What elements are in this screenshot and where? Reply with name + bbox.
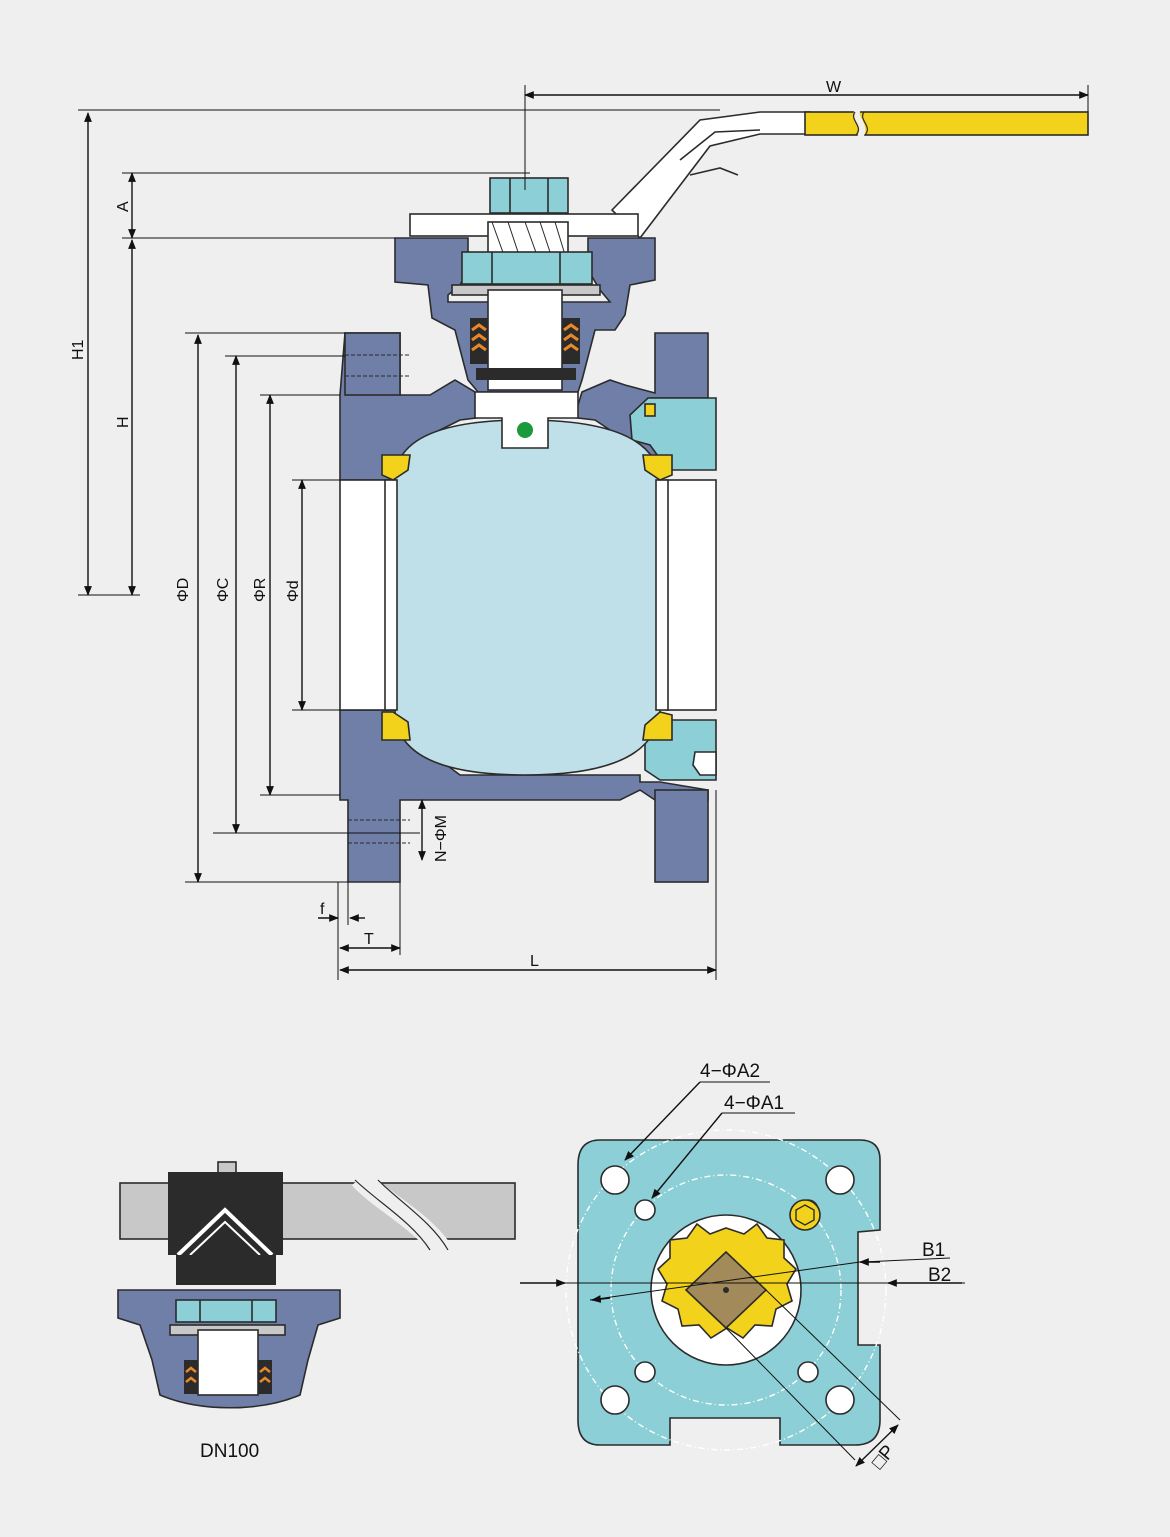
label-b2: B2 (928, 1265, 951, 1286)
seat-seal (642, 711, 673, 741)
stem-tongue (474, 391, 579, 449)
label-p: □P (868, 1441, 900, 1473)
handle-grip (804, 111, 1089, 136)
label-h: H (115, 416, 132, 428)
dimension-lines: W H1 A H ΦD ΦC ΦR Φd N−ΦM f T L (70, 79, 1089, 980)
seat-seal (642, 454, 673, 481)
hole-a1 (634, 1199, 656, 1221)
detail-caption: DN100 (200, 1441, 259, 1462)
hole-a2 (600, 1165, 630, 1195)
stem-pin (517, 422, 533, 438)
hole-a1 (634, 1361, 656, 1383)
label-holes-a1: 4−ΦA1 (724, 1093, 784, 1114)
label-phi-r: ΦR (252, 578, 269, 602)
label-phi-d-inner: Φd (285, 580, 302, 602)
seat-seal (381, 711, 411, 741)
left-flange-top (344, 332, 401, 396)
label-t: T (364, 931, 374, 948)
main-section-view (339, 108, 1089, 883)
stem-packing (470, 318, 580, 380)
label-phi-d-outer: ΦD (175, 578, 192, 602)
seat-seal (381, 454, 411, 481)
bore-left (339, 479, 391, 711)
label-n-phi-m: N−ΦM (433, 815, 450, 862)
handle-lever (610, 108, 1089, 240)
hole-a2 (825, 1385, 855, 1415)
label-b1: B1 (922, 1240, 945, 1261)
label-phi-c: ΦC (215, 578, 232, 602)
label-holes-a2: 4−ΦA2 (700, 1061, 760, 1082)
ball (394, 419, 661, 776)
label-a: A (115, 201, 132, 212)
label-l: L (530, 953, 539, 970)
bore-right (665, 479, 717, 711)
indicator-screw (789, 1199, 821, 1231)
dn100-detail: DN100 (117, 1161, 516, 1462)
detail-hub (168, 1172, 283, 1255)
label-f: f (320, 901, 325, 918)
label-w: W (826, 79, 842, 96)
hole-a2 (600, 1385, 630, 1415)
label-h1: H1 (70, 339, 87, 360)
hole-a1 (797, 1361, 819, 1383)
stem-nut-stack (451, 177, 601, 296)
hole-a2 (825, 1165, 855, 1195)
right-flange-lower (654, 789, 709, 883)
flange-top-view: 4−ΦA2 4−ΦA1 B1 B2 □P (520, 1061, 965, 1473)
